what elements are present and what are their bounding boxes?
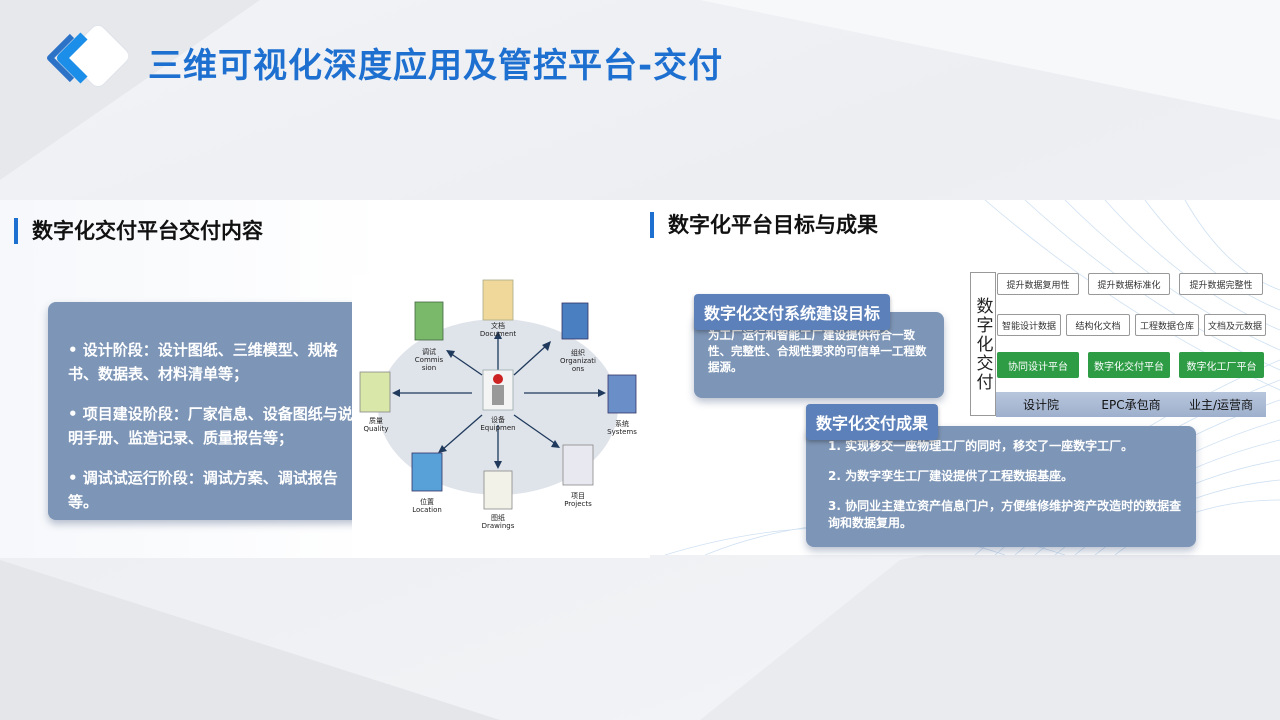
bullet-construction: • 项目建设阶段：厂家信息、设备图纸与说明手册、监造记录、质量报告等； [68,405,353,447]
delivery-entity-diagram: 设备 Equipmen 文档 Document 组织 Organizati on… [352,275,644,557]
svg-text:Organizati: Organizati [560,357,596,365]
svg-text:Projects: Projects [564,500,592,508]
svg-text:ons: ons [572,365,585,373]
svg-text:Quality: Quality [363,425,388,433]
document-icon [482,279,514,321]
data-structured-docs: 结构化文档 [1066,314,1130,336]
result-2: 2. 为数字孪生工厂建设提供了工程数据基座。 [828,469,1074,483]
svg-text:系统: 系统 [615,419,629,428]
goal-text: 为工厂运行和智能工厂建设提供符合一致性、完整性、合规性要求的可信单一工程数据源。 [708,328,927,374]
page-title: 三维可视化深度应用及管控平台-交付 [148,46,724,86]
quality-icon [359,371,391,413]
center-cn: 设备 [491,415,505,424]
stage-owner: 业主/运营商 [1188,398,1254,412]
digital-delivery-label: 数字化交付 [970,272,996,416]
svg-text:组织: 组织 [571,348,585,357]
drawings-icon [483,470,513,510]
center-en: Equipmen [480,424,515,432]
svg-text:Commis: Commis [415,356,444,364]
stage-design-institute: 设计院 [1022,398,1059,412]
data-warehouse: 工程数据仓库 [1135,314,1199,336]
platform-collab-design: 协同设计平台 [997,352,1079,378]
goal-standardize: 提升数据标准化 [1088,273,1170,295]
goal-completeness: 提升数据完整性 [1179,273,1263,295]
svg-text:Location: Location [412,506,442,514]
svg-text:质量: 质量 [369,416,383,425]
organizations-icon [561,302,589,340]
bullet-design: • 设计阶段：设计图纸、三维模型、规格书、数据表、材料清单等； [68,341,338,383]
svg-text:Document: Document [480,330,517,338]
data-metadata: 文档及元数据 [1204,314,1266,336]
svg-text:图纸: 图纸 [491,513,505,522]
title-logo-icon [47,24,128,88]
right-section-title: 数字化平台目标与成果 [650,212,878,238]
delivery-content-card: • 设计阶段：设计图纸、三维模型、规格书、数据表、材料清单等； • 项目建设阶段… [48,302,368,520]
svg-text:Systems: Systems [607,428,637,436]
stage-bar: 设计院 EPC承包商 业主/运营商 [996,392,1266,417]
svg-text:sion: sion [422,364,436,372]
svg-text:位置: 位置 [420,497,434,506]
stage-epc: EPC承包商 [1101,398,1161,412]
location-icon [411,452,443,492]
systems-icon [607,374,637,414]
goal-tag: 数字化交付系统建设目标 [694,294,891,330]
result-1: 1. 实现移交一座物理工厂的同时，移交了一座数字工厂。 [828,439,1134,453]
svg-text:项目: 项目 [571,492,585,500]
result-3: 3. 协同业主建立资产信息门户，方便维修维护资产改造时的数据查询和数据复用。 [828,499,1182,530]
data-smart-design: 智能设计数据 [997,314,1061,336]
result-tag: 数字化交付成果 [806,404,939,440]
projects-icon [562,444,594,486]
results-card: 1. 实现移交一座物理工厂的同时，移交了一座数字工厂。 2. 为数字孪生工厂建设… [806,426,1196,547]
bullet-commissioning: • 调试试运行阶段：调试方案、调试报告等。 [68,469,338,511]
platform-delivery: 数字化交付平台 [1088,352,1170,378]
svg-text:Drawings: Drawings [482,522,515,530]
platform-digital-factory: 数字化工厂平台 [1179,352,1264,378]
commission-icon [414,301,444,341]
goal-reuse: 提升数据复用性 [997,273,1079,295]
svg-text:调试: 调试 [422,347,436,356]
left-section-title: 数字化交付平台交付内容 [14,218,263,244]
svg-text:文档: 文档 [491,321,505,330]
